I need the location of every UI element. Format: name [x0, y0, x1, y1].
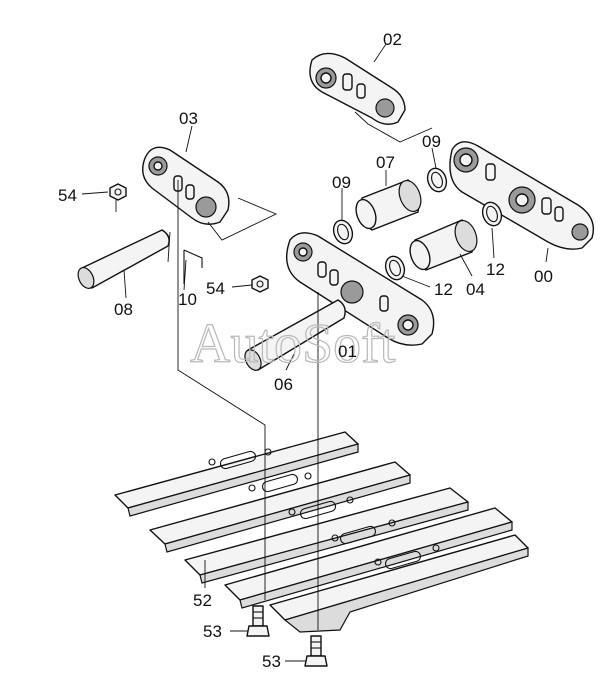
- link-03: [142, 146, 230, 225]
- link-00: [449, 141, 595, 250]
- leader-lines: [81, 43, 549, 662]
- spring-pin-10: [183, 249, 203, 284]
- pin-08: [77, 229, 170, 289]
- assembly-lines: [115, 111, 433, 630]
- callout-52: 52: [193, 591, 212, 610]
- pin-06: [244, 299, 346, 371]
- nut-54: [109, 183, 269, 293]
- callout-12-right: 12: [486, 260, 505, 279]
- callout-07: 07: [376, 153, 395, 172]
- callout-01: 01: [338, 342, 357, 361]
- callout-53-lower: 53: [262, 652, 281, 671]
- callout-53-upper: 53: [203, 622, 222, 641]
- link-01: [286, 232, 435, 346]
- callout-labels: 02 03 09 07 09 54 54 10 08 12 04 12 00 0…: [58, 30, 553, 671]
- callout-04: 04: [466, 280, 485, 299]
- callout-00: 00: [534, 267, 553, 286]
- callout-06: 06: [274, 375, 293, 394]
- callout-10: 10: [178, 290, 197, 309]
- callout-09-right: 09: [422, 132, 441, 151]
- callout-02: 02: [383, 30, 402, 49]
- watermark: AutoSoft: [190, 313, 396, 375]
- bolt-53: [246, 605, 328, 667]
- callout-09-left: 09: [332, 173, 351, 192]
- link-02: [309, 52, 406, 125]
- bushing-04: [409, 219, 478, 271]
- bushing-07: [355, 179, 422, 231]
- callout-54-mid: 54: [206, 279, 225, 298]
- callout-03: 03: [179, 109, 198, 128]
- callout-08: 08: [114, 300, 133, 319]
- callout-12-lower: 12: [434, 280, 453, 299]
- callout-54-top: 54: [58, 186, 77, 205]
- seal-rings: [332, 167, 503, 281]
- track-shoe-assembly: [114, 431, 529, 633]
